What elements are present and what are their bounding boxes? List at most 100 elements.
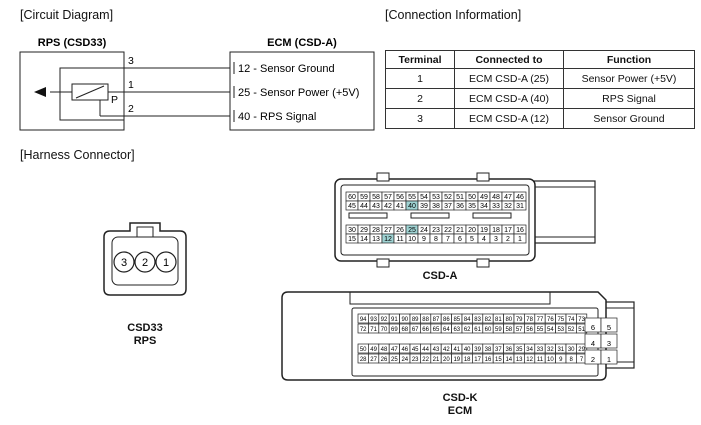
csd-k-pin-label: 25 xyxy=(391,357,398,363)
csd-k-side-pin-cell xyxy=(600,349,618,365)
csd-a-pin-label: 57 xyxy=(384,194,392,201)
csd-k-pin-label: 30 xyxy=(568,347,575,353)
csd-k-pin-label: 13 xyxy=(516,357,523,363)
csd-a-pin-label: 44 xyxy=(360,203,368,210)
csd-a-pin-label: 42 xyxy=(384,203,392,210)
csd-k-pin-label: 93 xyxy=(370,317,377,323)
csd-k-pin-label: 39 xyxy=(474,347,481,353)
csd-k-pin-label: 80 xyxy=(505,317,512,323)
csd-k-pin-label: 71 xyxy=(370,327,377,333)
csd-k-pin-label: 20 xyxy=(443,357,450,363)
csd-k-pin-label: 57 xyxy=(516,327,523,333)
csd-k-pin-label: 64 xyxy=(443,327,450,333)
csd-k-pin-label: 16 xyxy=(485,357,492,363)
csd-k-pin-label: 52 xyxy=(568,327,575,333)
csd-a-pin-label: 20 xyxy=(468,227,476,234)
csd33-connector: 3 2 1 xyxy=(103,222,187,296)
csd-k-pin-label: 49 xyxy=(370,347,377,353)
csd-a-pin-label: 24 xyxy=(420,227,428,234)
csd-k-pin-label: 75 xyxy=(557,317,564,323)
csd-a-pin-cell xyxy=(513,233,527,244)
csd-a-pin-label: 6 xyxy=(458,236,462,243)
csd-a-pin-label: 7 xyxy=(446,236,450,243)
csd-a-pin-label: 15 xyxy=(348,236,356,243)
csd-k-pin-label: 9 xyxy=(559,357,563,363)
csd-k-pin-label: 46 xyxy=(401,347,408,353)
csd-a-pin-label: 22 xyxy=(444,227,452,234)
csd-a-pin-label: 46 xyxy=(516,194,524,201)
csd-a-pin-label: 16 xyxy=(516,227,524,234)
csd-k-name: CSD-K xyxy=(442,392,478,404)
csd-a-pin-label: 17 xyxy=(504,227,512,234)
csd-k-sub: ECM xyxy=(447,405,473,417)
csd-a-pin-label: 3 xyxy=(494,236,498,243)
header-connected-to: Connected to xyxy=(454,50,564,69)
csd-k-pin-label: 29 xyxy=(578,347,585,353)
circuit-diagram: RPS (CSD33) ECM (CSD-A) 3 1 2 P 12 - Sen… xyxy=(19,37,375,131)
csd-a-pin-label: 52 xyxy=(444,194,452,201)
csd-a-pin-label: 60 xyxy=(348,194,356,201)
csd-k-pin-label: 44 xyxy=(422,347,429,353)
csd-k-pin-label: 79 xyxy=(516,317,523,323)
csd-a-pin-label: 58 xyxy=(372,194,380,201)
csd33-pin xyxy=(113,251,135,273)
csd-a-name: CSD-A xyxy=(422,270,458,282)
csd-a-pin-label: 45 xyxy=(348,203,356,210)
csd-k-pin-label: 76 xyxy=(547,317,554,323)
header-terminal: Terminal xyxy=(385,50,455,69)
csd-a-pin-label: 25 xyxy=(408,227,416,234)
cell-connected-to: ECM CSD-A (12) xyxy=(454,108,564,129)
csd-k-pin-label: 70 xyxy=(381,327,388,333)
csd-k-pin-label: 41 xyxy=(453,347,460,353)
csd-k-pin-label: 77 xyxy=(537,317,544,323)
csd-k-pin-label: 61 xyxy=(474,327,481,333)
csd-k-pin-label: 88 xyxy=(422,317,429,323)
csd-k-pin-label: 54 xyxy=(547,327,554,333)
csd-a-pin-label: 33 xyxy=(492,203,500,210)
ecm-box xyxy=(229,51,375,131)
output-arrow-icon xyxy=(34,87,46,97)
connection-info-heading: [Connection Information] xyxy=(385,8,522,22)
csd-k-pin-cell xyxy=(576,343,588,354)
csd-a-pin-label: 55 xyxy=(408,194,416,201)
csd-k-pin-label: 12 xyxy=(526,357,533,363)
csd-k-pin-label: 21 xyxy=(433,357,440,363)
csd-k-pin-label: 35 xyxy=(516,347,523,353)
csd-k-pin-label: 65 xyxy=(433,327,440,333)
table-row: 3 ECM CSD-A (12) Sensor Ground xyxy=(385,108,695,129)
csd-k-pin-label: 31 xyxy=(557,347,564,353)
csd-k-pin-label: 36 xyxy=(505,347,512,353)
csd-a-pin-label: 23 xyxy=(432,227,440,234)
cell-function: Sensor Ground xyxy=(563,108,695,129)
csd-k-pin-label: 47 xyxy=(391,347,398,353)
csd-k-pin-label: 19 xyxy=(453,357,460,363)
csd-a-pin-label: 51 xyxy=(456,194,464,201)
ecm-pin-40: 40 - RPS Signal xyxy=(238,111,316,123)
csd-a-pin-label: 1 xyxy=(518,236,522,243)
csd33-sub: RPS xyxy=(133,335,157,347)
csd-a-pin-label: 29 xyxy=(360,227,368,234)
csd-k-pin-label: 66 xyxy=(422,327,429,333)
csd-k-pin-label: 17 xyxy=(474,357,481,363)
csd-a-pin-label: 31 xyxy=(516,203,524,210)
csd-a-pin-label: 34 xyxy=(480,203,488,210)
csd-a-pin-label: 30 xyxy=(348,227,356,234)
csd-k-pin-label: 26 xyxy=(381,357,388,363)
csd-a-pin-label: 43 xyxy=(372,203,380,210)
csd-k-pin-label: 33 xyxy=(537,347,544,353)
ecm-label: ECM (CSD-A) xyxy=(267,37,337,49)
csd-k-pin-label: 89 xyxy=(412,317,419,323)
csd-a-pin-cell xyxy=(513,200,527,211)
csd-k-side-pin-cell xyxy=(600,317,618,333)
sensor-inner-box xyxy=(59,67,125,121)
sensor-label: RPS (CSD33) xyxy=(38,37,107,49)
csd-k-pin-label: 45 xyxy=(412,347,419,353)
csd-k-pin-label: 91 xyxy=(391,317,398,323)
csd-a-pin-label: 41 xyxy=(396,203,404,210)
connection-table: Terminal Connected to Function 1 ECM CSD… xyxy=(385,50,695,129)
table-row: 1 ECM CSD-A (25) Sensor Power (+5V) xyxy=(385,68,695,89)
csd-k-pin-label: 10 xyxy=(547,357,554,363)
csd-a-pin-label: 38 xyxy=(432,203,440,210)
csd33-pin-label: 3 xyxy=(121,257,127,269)
csd-k-pin-label: 27 xyxy=(370,357,377,363)
